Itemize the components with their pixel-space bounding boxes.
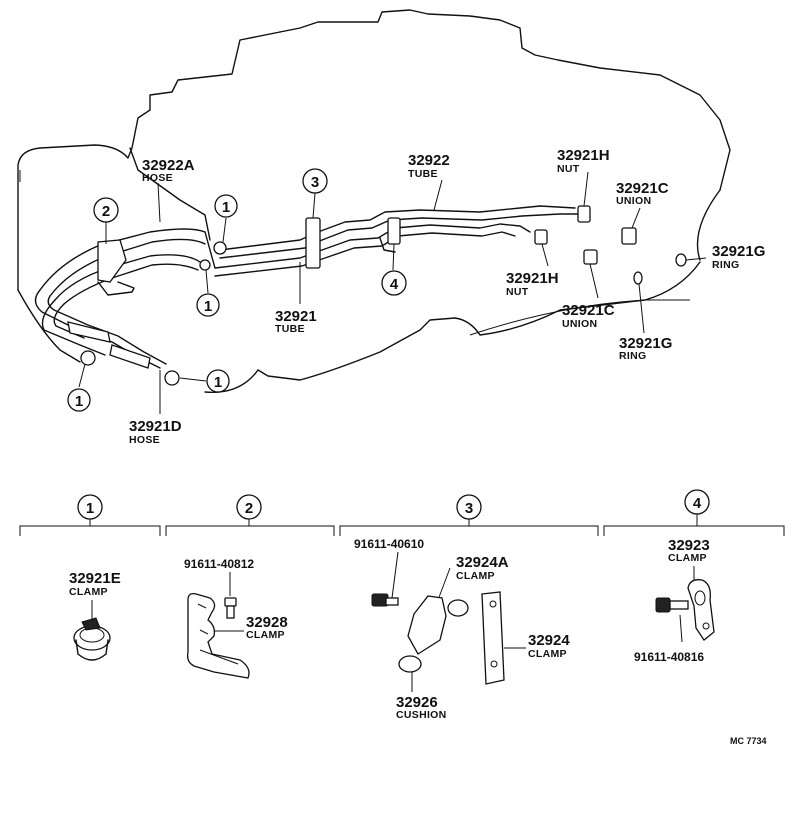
label-32921H-mid-num: 32921H — [506, 270, 559, 287]
cushion-right — [447, 599, 469, 617]
detail-2-clamp: 91611-40812 32928 CLAMP — [184, 557, 288, 679]
union-mid — [583, 249, 598, 265]
label-32921C-top-name: UNION — [616, 195, 651, 207]
label-32923-num: 32923 — [668, 537, 710, 554]
svg-text:2: 2 — [102, 203, 110, 220]
label-32921E-num: 32921E — [69, 570, 121, 587]
svg-text:3: 3 — [311, 174, 319, 191]
union-top — [621, 227, 637, 245]
leader-lines — [78, 171, 707, 414]
label-32928-num: 32928 — [246, 614, 288, 631]
callout-1-upper: 1 — [214, 194, 238, 218]
callout-2-main: 2 — [93, 197, 119, 223]
callout-1-mid: 1 — [196, 293, 220, 317]
label-32921C-mid-name: UNION — [562, 318, 597, 330]
label-32921G-right-num: 32921G — [712, 243, 765, 260]
label-32921H-top-num: 32921H — [557, 147, 610, 164]
hose-clamp-right — [164, 370, 180, 386]
label-32921H-top-name: NUT — [557, 163, 580, 175]
detail-3-clamps: 91611-40610 32924A CLAMP 32924 CLAMP 329… — [354, 537, 570, 721]
detail-callout-3: 3 — [456, 494, 482, 520]
svg-text:1: 1 — [214, 374, 222, 391]
label-32924A-name: CLAMP — [456, 570, 495, 582]
svg-text:1: 1 — [222, 199, 230, 216]
label-32921G-low-num: 32921G — [619, 335, 672, 352]
cushion-32926 — [398, 655, 422, 673]
label-32921G-low-name: RING — [619, 350, 646, 362]
clamp-32924A — [407, 595, 447, 655]
svg-text:1: 1 — [75, 393, 83, 410]
engine-outline — [17, 9, 731, 394]
detail-1-clamp: 32921E CLAMP — [69, 570, 121, 661]
svg-text:4: 4 — [693, 495, 702, 512]
callout-3-main: 3 — [302, 168, 328, 194]
label-32926-name: CUSHION — [396, 709, 447, 721]
ring-low — [633, 271, 643, 285]
svg-text:1: 1 — [204, 298, 212, 315]
detail-callout-2: 2 — [236, 494, 262, 520]
hose-clamp-left — [80, 350, 96, 366]
callout-4-main: 4 — [381, 270, 407, 296]
label-91611-40610: 91611-40610 — [354, 537, 424, 551]
label-32921C-mid-num: 32921C — [562, 302, 615, 319]
ring-right — [675, 253, 687, 267]
main-callouts: 1 1 1 1 2 3 4 — [67, 168, 407, 412]
bolt-91611-40816 — [655, 597, 671, 613]
nut-mid — [534, 229, 548, 245]
detail-callouts: 1 2 3 4 — [77, 489, 710, 520]
detail-4-clamp: 32923 CLAMP 91611-40816 — [634, 537, 715, 664]
label-32921C-top-num: 32921C — [616, 180, 669, 197]
figure-code: MC 7734 — [730, 736, 767, 746]
label-91611-40816: 91611-40816 — [634, 650, 704, 664]
svg-text:2: 2 — [245, 500, 253, 517]
label-32921G-right-name: RING — [712, 259, 739, 271]
label-32924A-num: 32924A — [456, 554, 509, 571]
label-32922-num: 32922 — [408, 152, 450, 169]
label-91611-40812: 91611-40812 — [184, 557, 254, 571]
label-32922-name: TUBE — [408, 168, 438, 180]
hose-clamp-upper — [213, 241, 227, 255]
label-32923-name: CLAMP — [668, 552, 707, 564]
label-32922A-name: HOSE — [142, 172, 173, 184]
svg-text:3: 3 — [465, 500, 473, 517]
detail-brackets — [19, 514, 785, 536]
label-32924-num: 32924 — [528, 632, 570, 649]
callout-1-right: 1 — [206, 369, 230, 393]
tube-clamp-4 — [387, 217, 401, 245]
detail-callout-4: 4 — [684, 489, 710, 515]
tube-clamp-3 — [305, 217, 321, 269]
svg-text:4: 4 — [390, 276, 399, 293]
nut-top — [577, 205, 591, 223]
hose-clamp-bracket-2 — [97, 239, 127, 283]
detail-callout-1: 1 — [77, 494, 103, 520]
clamp-32924 — [481, 591, 505, 685]
fittings — [80, 205, 687, 386]
hose-clamp-lower — [199, 259, 211, 271]
label-32922A-num: 32922A — [142, 157, 195, 174]
callout-1-left: 1 — [67, 388, 91, 412]
label-32921-name: TUBE — [275, 323, 305, 335]
label-32921D-num: 32921D — [129, 418, 182, 435]
label-32921-num: 32921 — [275, 308, 317, 325]
label-32921H-mid-name: NUT — [506, 286, 529, 298]
label-32921E-name: CLAMP — [69, 586, 108, 598]
clamp-32923 — [687, 579, 715, 641]
main-labels: 32922A HOSE 32922 TUBE 32921H NUT 32921C… — [129, 147, 765, 446]
label-32926-num: 32926 — [396, 694, 438, 711]
label-32921D-name: HOSE — [129, 434, 160, 446]
label-32928-name: CLAMP — [246, 629, 285, 641]
label-32924-name: CLAMP — [528, 648, 567, 660]
svg-text:1: 1 — [86, 500, 94, 517]
